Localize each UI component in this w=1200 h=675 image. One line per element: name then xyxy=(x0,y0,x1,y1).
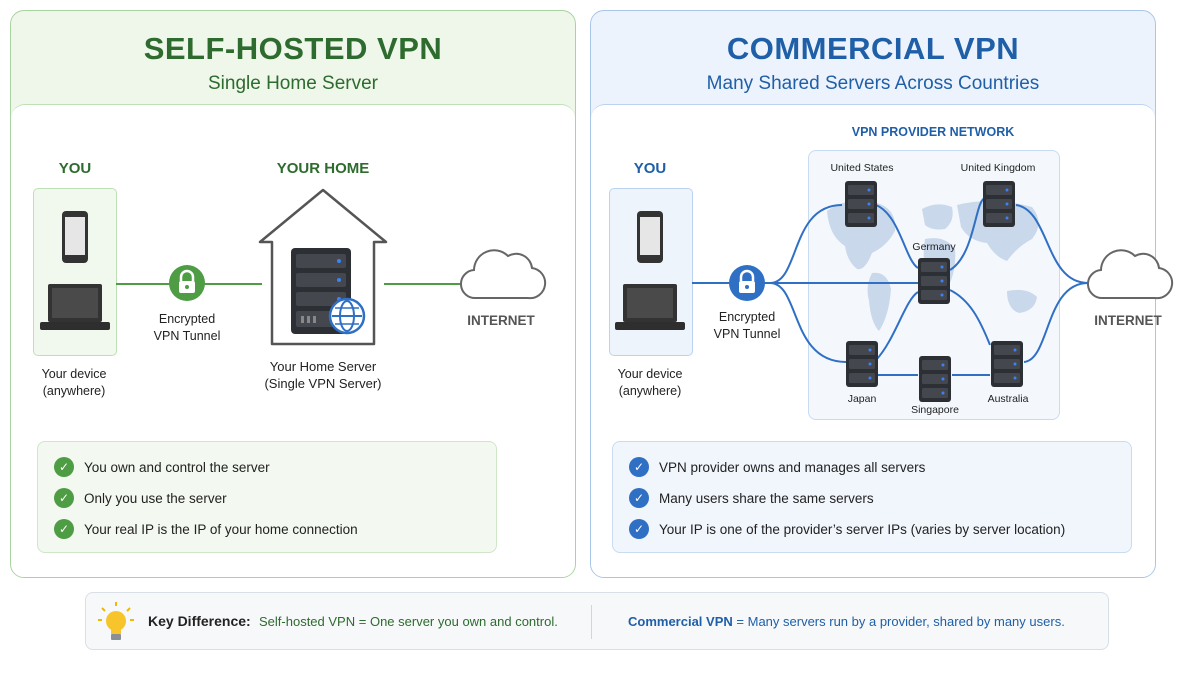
lock-icon xyxy=(169,265,205,301)
left-you-label: YOU xyxy=(58,160,92,177)
phone-icon xyxy=(637,211,663,263)
list-item: ✓ Your IP is one of the provider’s serve… xyxy=(629,519,1065,539)
laptop-icon xyxy=(615,284,685,330)
lightbulb-icon xyxy=(98,602,134,640)
server-label-de: Germany xyxy=(912,241,956,253)
list-item: ✓ VPN provider owns and manages all serv… xyxy=(629,457,925,477)
key-difference-banner: Key Difference: Self-hosted VPN = One se… xyxy=(85,592,1109,650)
server-icon xyxy=(845,181,877,227)
server-icon xyxy=(983,181,1015,227)
key-difference-label: Key Difference: xyxy=(148,613,251,629)
right-device-caption: Your device (anywhere) xyxy=(617,367,683,398)
list-item: ✓ Many users share the same servers xyxy=(629,488,874,508)
commercial-points: ✓ VPN provider owns and manages all serv… xyxy=(612,441,1132,553)
server-label-au: Australia xyxy=(987,393,1029,405)
provider-network-label: VPN PROVIDER NETWORK xyxy=(851,125,1015,139)
check-icon: ✓ xyxy=(629,488,649,508)
server-icon xyxy=(991,341,1023,387)
cloud-icon xyxy=(1086,249,1174,300)
check-icon: ✓ xyxy=(629,519,649,539)
self-hosted-summary: Self-hosted VPN = One server you own and… xyxy=(259,614,558,629)
left-tunnel-caption: Encrypted VPN Tunnel xyxy=(153,312,221,343)
commercial-summary: Commercial VPN = Many servers run by a p… xyxy=(628,614,1065,629)
server-label-jp: Japan xyxy=(847,393,877,405)
check-icon: ✓ xyxy=(629,457,649,477)
lock-icon xyxy=(729,265,765,301)
commercial-title: COMMERCIAL VPN xyxy=(726,31,1020,66)
list-item: ✓ Only you use the server xyxy=(54,488,227,508)
route-jp xyxy=(769,282,847,363)
server-icon xyxy=(846,341,878,387)
server-icon xyxy=(919,356,951,402)
self-hosted-points: ✓ You own and control the server ✓ Only … xyxy=(37,441,497,553)
cloud-icon xyxy=(459,249,547,300)
right-you-label: YOU xyxy=(633,160,667,177)
check-icon: ✓ xyxy=(54,457,74,477)
left-device-caption: Your device (anywhere) xyxy=(41,367,107,398)
server-icon xyxy=(918,258,950,304)
globe-icon xyxy=(328,297,366,335)
check-icon: ✓ xyxy=(54,488,74,508)
list-item: ✓ You own and control the server xyxy=(54,457,270,477)
commercial-subtitle: Many Shared Servers Across Countries xyxy=(706,73,1040,94)
home-server-caption: Your Home Server (Single VPN Server) xyxy=(264,359,382,391)
left-internet-label: INTERNET xyxy=(467,313,535,328)
self-hosted-subtitle: Single Home Server xyxy=(207,73,379,94)
server-label-uk: United Kingdom xyxy=(960,162,1036,174)
route-us xyxy=(769,204,843,284)
check-icon: ✓ xyxy=(54,519,74,539)
server-label-us: United States xyxy=(830,162,894,174)
self-hosted-title: SELF-HOSTED VPN xyxy=(143,31,443,66)
laptop-icon xyxy=(40,284,110,330)
server-label-sg: Singapore xyxy=(911,404,959,416)
right-internet-label: INTERNET xyxy=(1094,313,1162,328)
footer-divider xyxy=(591,605,592,639)
list-item: ✓ Your real IP is the IP of your home co… xyxy=(54,519,358,539)
right-tunnel-caption: Encrypted VPN Tunnel xyxy=(713,310,781,341)
phone-icon xyxy=(62,211,88,263)
your-home-label: YOUR HOME xyxy=(276,160,370,177)
